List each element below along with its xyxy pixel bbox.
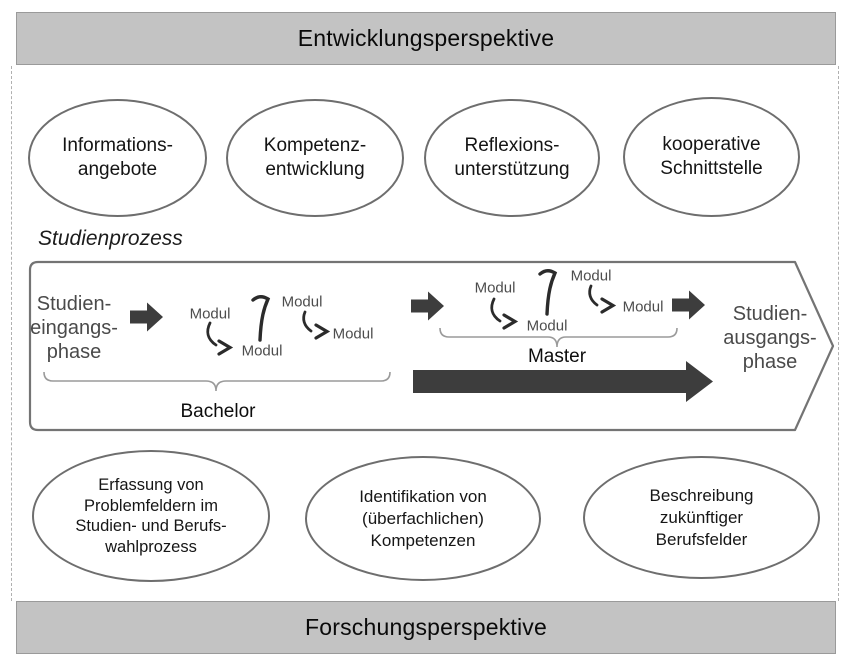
entwicklungsperspektive-label: Entwicklungsperspektive xyxy=(297,25,555,51)
phase-line: phase xyxy=(742,351,798,373)
phase-line: eingangs- xyxy=(30,317,118,339)
ellipse-text-line: entwicklung xyxy=(265,159,365,180)
curved-connector-icon xyxy=(490,297,502,323)
modul-label: Modul xyxy=(570,267,612,285)
modul-label: Modul xyxy=(241,342,283,360)
ellipse-erfassung-problemfelder: Erfassung von Problemfeldern im Studien-… xyxy=(32,450,270,582)
master-label: Master xyxy=(527,346,587,367)
curved-connector-icon xyxy=(206,321,218,347)
master-brace xyxy=(439,327,678,348)
ellipse-text-line: Erfassung von xyxy=(98,476,204,494)
dashed-border-left xyxy=(11,66,12,601)
ellipse-text-line: Informations- xyxy=(62,135,173,156)
ellipse-text-line: (überfachlichen) xyxy=(362,508,484,528)
ellipse-beschreibung-berufsfelder: Beschreibung zukünftiger Berufsfelder xyxy=(583,456,820,579)
curved-connector-icon xyxy=(251,295,271,342)
dashed-border-right xyxy=(838,66,839,601)
modul-label: Modul xyxy=(332,325,374,343)
block-arrow-icon-exit xyxy=(672,290,705,320)
ellipse-text-line: wahlprozess xyxy=(105,537,197,556)
studienprozess-title: Studienprozess xyxy=(38,227,183,250)
ellipse-reflexionsunterstuetzung: Reflexions- unterstützung xyxy=(424,99,600,217)
ellipse-text-line: Berufsfelder xyxy=(655,529,748,549)
modul-label: Modul xyxy=(281,293,323,311)
ellipse-text-line: Kompetenzen xyxy=(370,530,476,550)
ellipse-text-line: Problemfeldern im xyxy=(84,496,218,515)
block-arrow-icon-bachelor-master xyxy=(411,291,444,321)
ellipse-text-line: Schnittstelle xyxy=(660,158,763,179)
block-arrow-icon-entry xyxy=(130,302,163,332)
ellipse-text-line: Reflexions- xyxy=(464,135,560,156)
chevron-arrowhead-icon xyxy=(217,339,234,356)
chevron-arrowhead-icon xyxy=(502,313,519,330)
ellipse-identifikation-kompetenzen: Identifikation von (überfachlichen) Komp… xyxy=(305,456,541,581)
long-flow-arrow-icon xyxy=(413,361,713,402)
ellipse-text-line: Studien- und Berufs- xyxy=(75,517,227,535)
entwicklungsperspektive-bar: Entwicklungsperspektive xyxy=(16,12,836,65)
phase-line: Studien- xyxy=(732,303,808,325)
bachelor-brace xyxy=(43,371,391,392)
studienprozess-graphic xyxy=(28,260,835,432)
modul-label: Modul xyxy=(474,279,516,297)
phase-line: phase xyxy=(46,341,102,363)
chevron-arrowhead-icon xyxy=(600,297,617,314)
phase-line: ausgangs- xyxy=(723,327,817,349)
ellipse-text-line: Identifikation von xyxy=(359,486,487,506)
chevron-arrowhead-icon xyxy=(314,323,331,340)
phase-line: Studien- xyxy=(36,293,112,315)
ellipse-kooperative-schnittstelle: kooperative Schnittstelle xyxy=(623,97,800,217)
curved-connector-icon xyxy=(538,269,558,316)
bachelor-label: Bachelor xyxy=(180,401,256,422)
modul-label: Modul xyxy=(526,317,568,335)
process-container-arrow-outline xyxy=(28,260,835,432)
forschungsperspektive-label: Forschungsperspektive xyxy=(305,614,547,640)
ellipse-text-line: unterstützung xyxy=(454,159,570,180)
ellipse-informationsangebote: Informations- angebote xyxy=(28,99,207,217)
forschungsperspektive-bar: Forschungsperspektive xyxy=(16,601,836,654)
curved-connector-icon xyxy=(302,310,313,333)
studienausgangsphase-label: Studien- ausgangs- phase xyxy=(723,302,816,374)
ellipse-text-line: kooperative xyxy=(662,134,761,155)
studieneingangsphase-label: Studien- eingangs- phase xyxy=(30,292,118,364)
ellipse-text-line: angebote xyxy=(77,159,158,180)
ellipse-text-line: Kompetenz- xyxy=(263,135,367,156)
ellipse-text-line: zukünftiger xyxy=(659,507,744,527)
ellipse-text-line: Beschreibung xyxy=(649,485,754,505)
ellipse-kompetenzentwicklung: Kompetenz- entwicklung xyxy=(226,99,404,217)
curved-connector-icon xyxy=(588,284,599,307)
modul-label: Modul xyxy=(622,298,664,316)
modul-label: Modul xyxy=(189,305,231,323)
